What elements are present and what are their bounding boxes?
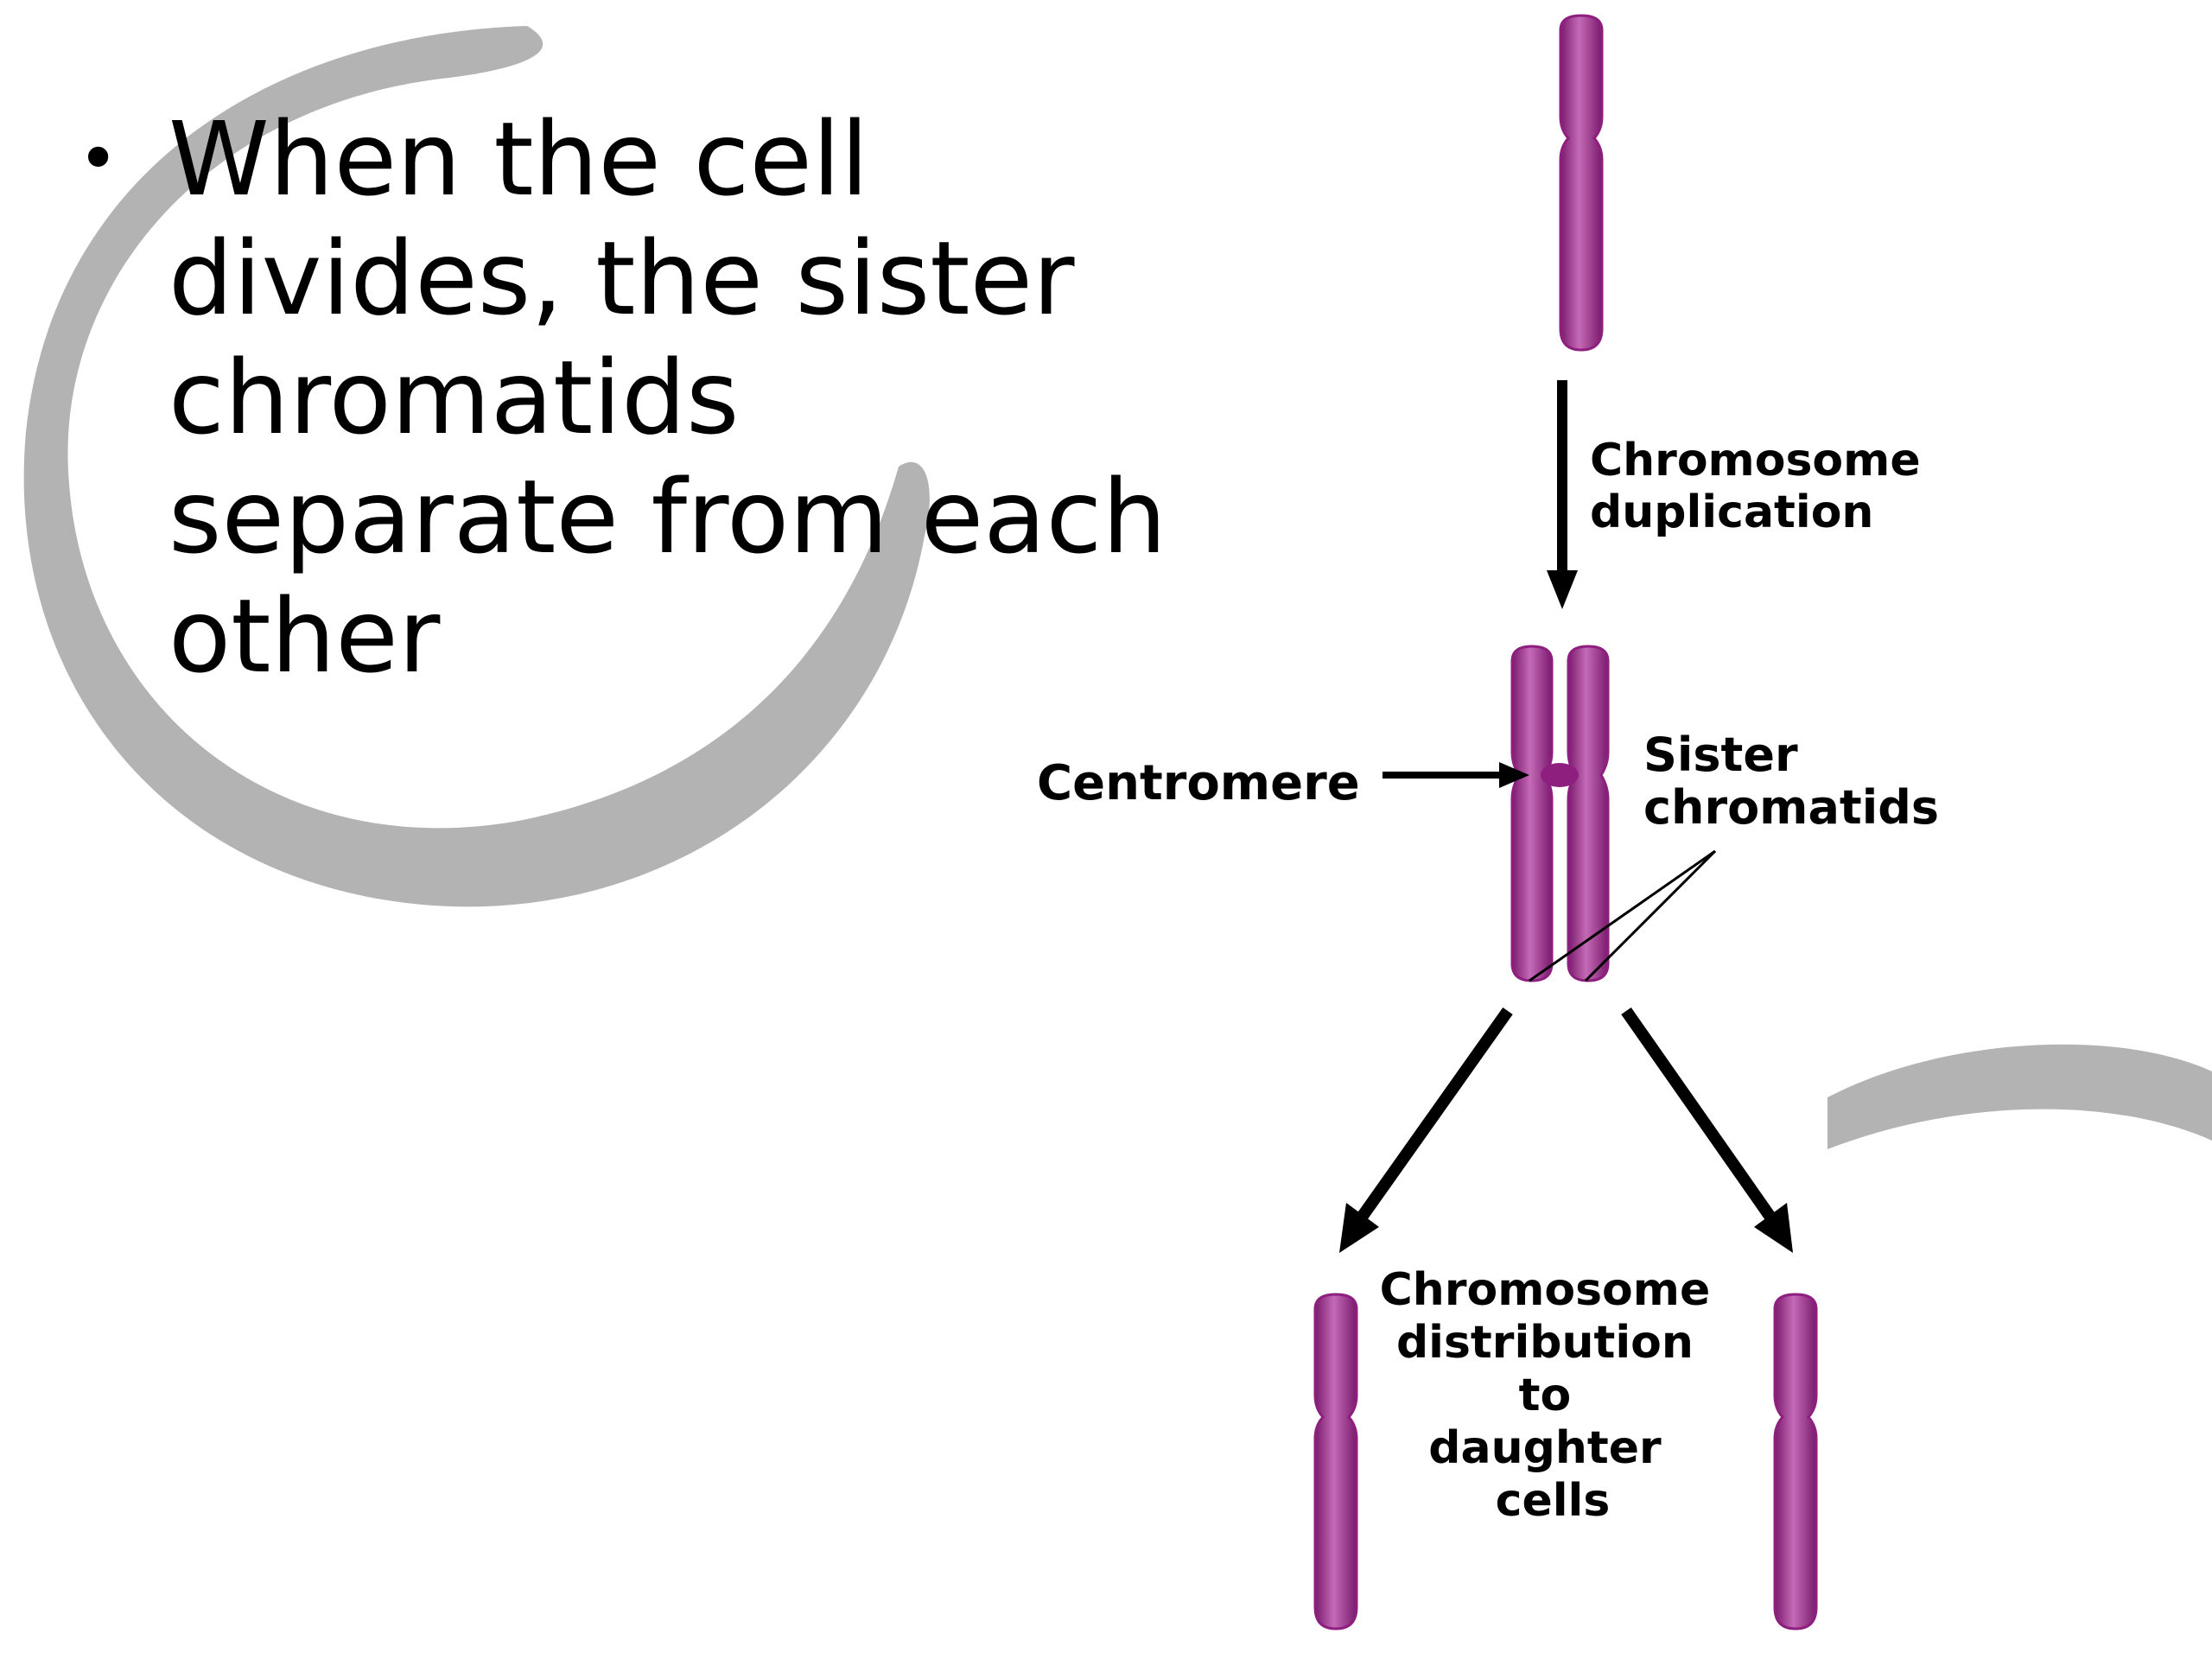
sister-pointer-right	[1584, 849, 1717, 982]
decor-swirl-small	[1827, 1044, 2212, 1149]
distribution-arrowhead-right	[1754, 1203, 1793, 1253]
chromosome-unduplicated	[1559, 14, 1604, 352]
duplication-label: Chromosome duplication	[1590, 435, 1936, 538]
sister-pointer-left	[1529, 849, 1716, 982]
distribution-arrow-right	[1621, 1007, 1777, 1223]
centromere-arrowhead	[1499, 762, 1529, 788]
sister-chromatids-label: Sister chromatids	[1643, 728, 1939, 835]
bullet-dot: •	[78, 118, 119, 199]
chromosome-duplicated	[1510, 645, 1610, 982]
distribution-arrowhead-left	[1339, 1203, 1379, 1253]
distribution-label: Chromosome distribution to daughter cell…	[1380, 1264, 1726, 1527]
distribution-arrow-left	[1356, 1007, 1513, 1223]
centromere-label: Centromere	[1037, 755, 1360, 811]
bullet-text: When the cell divides, the sister chroma…	[168, 99, 1167, 696]
bullet-item: • When the cell divides, the sister chro…	[78, 99, 1218, 696]
daughter-chromosome-right	[1773, 1293, 1818, 1630]
daughter-chromosome-left	[1313, 1293, 1358, 1630]
duplication-arrowhead	[1547, 570, 1578, 609]
